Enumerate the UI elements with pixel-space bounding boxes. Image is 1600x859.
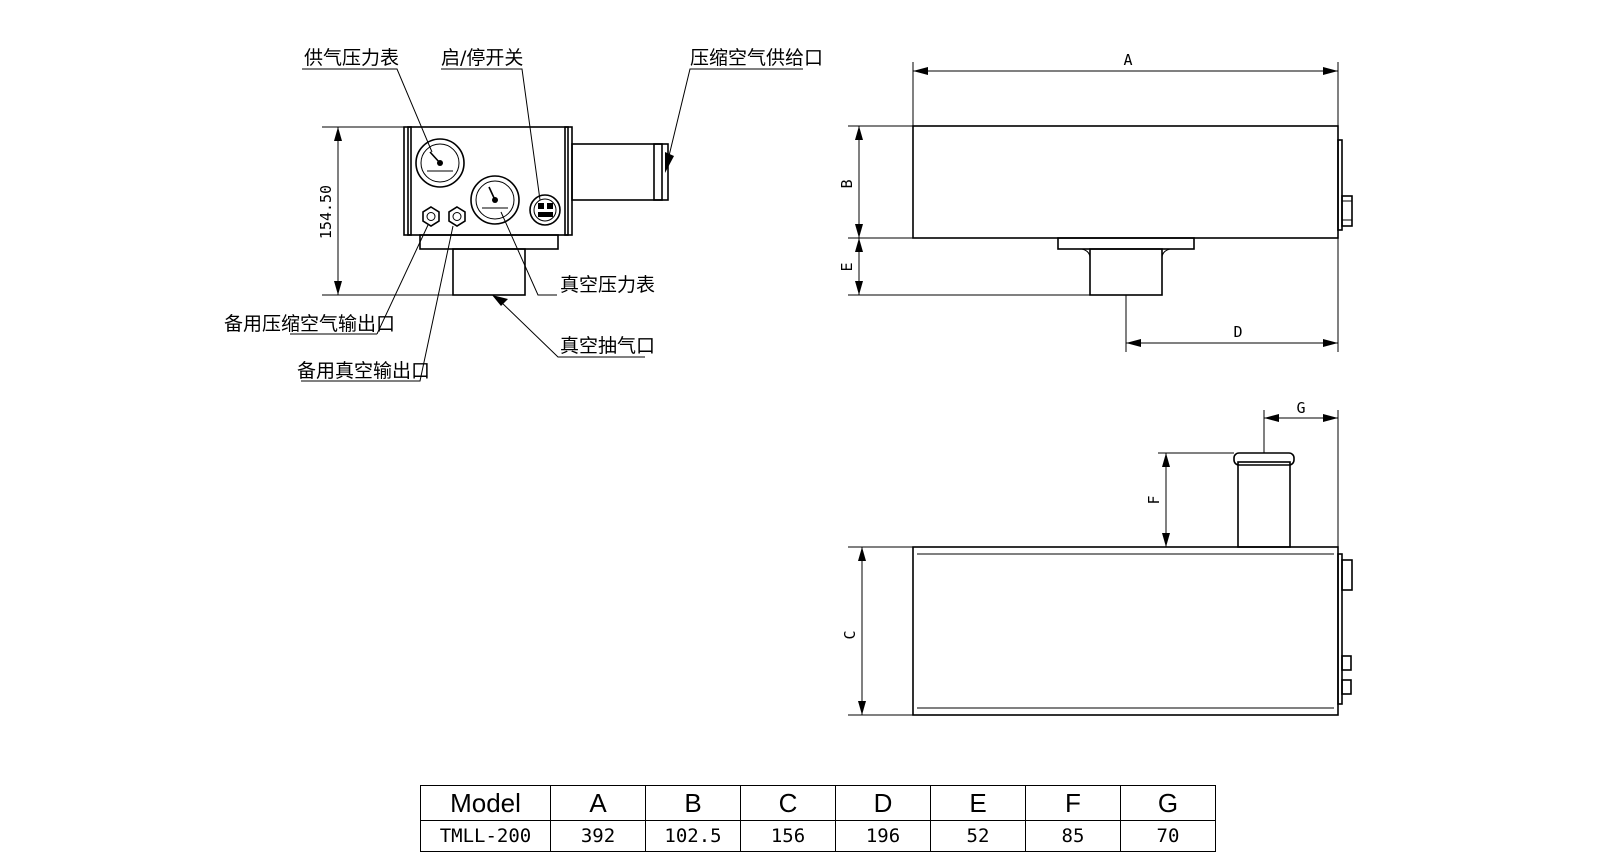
table-cell-g: 70 — [1120, 820, 1216, 852]
table-cell-d: 196 — [835, 820, 931, 852]
label-backup-air-outlet: 备用压缩空气输出口 — [224, 313, 395, 335]
top-view-fitting-1 — [1341, 559, 1353, 591]
dim-label-a: A — [1123, 51, 1132, 69]
vacuum-gauge-icon — [470, 175, 520, 225]
table-header-f: F — [1025, 785, 1121, 821]
label-backup-vacuum-outlet: 备用真空输出口 — [297, 360, 430, 382]
height-dim-label: 154.50 — [317, 185, 335, 239]
dim-label-b: B — [838, 179, 856, 188]
leader-switch — [441, 68, 541, 201]
side-view-body — [912, 125, 1339, 239]
dim-label-e: E — [838, 262, 856, 271]
label-vacuum-gauge: 真空压力表 — [560, 274, 655, 296]
table-cell-b: 102.5 — [645, 820, 741, 852]
leader-backup-air — [376, 224, 429, 335]
label-switch: 启/停开关 — [441, 47, 523, 69]
leader-air-inlet-arrow — [665, 152, 674, 173]
label-vacuum-suction: 真空抽气口 — [560, 335, 655, 357]
top-view — [848, 410, 1353, 716]
table-header-b: B — [645, 785, 741, 821]
top-view-pipe-cap — [1233, 452, 1295, 466]
top-view-end-plate — [1337, 553, 1343, 705]
switch-icon — [529, 194, 561, 226]
leader-vacuum-suction-arrow — [492, 295, 508, 306]
leader-vacuum-gauge — [500, 211, 557, 296]
front-view-bottom-plate — [419, 234, 559, 250]
leader-vacuum-suction — [498, 299, 645, 358]
side-view-bottom-plate — [1057, 237, 1195, 250]
top-view-fitting-2 — [1341, 655, 1352, 671]
height-dimension — [322, 126, 453, 296]
side-view — [848, 62, 1353, 352]
table-header-e: E — [930, 785, 1026, 821]
table-cell-a: 392 — [550, 820, 646, 852]
side-view-fitting — [1341, 195, 1353, 227]
table-cell-f: 85 — [1025, 820, 1121, 852]
label-air-inlet: 压缩空气供给口 — [690, 47, 823, 69]
front-view-body — [407, 126, 569, 236]
table-header-c: C — [740, 785, 836, 821]
supply-gauge-icon — [415, 138, 465, 188]
backup-vacuum-outlet-icon — [448, 206, 466, 227]
table-header-row: Model A B C D E F G — [420, 785, 1216, 821]
table-cell-c: 156 — [740, 820, 836, 852]
dim-label-f: F — [1145, 495, 1163, 504]
table-header-a: A — [550, 785, 646, 821]
leader-backup-vacuum — [301, 225, 454, 382]
table-cell-model: TMLL-200 — [420, 820, 551, 852]
leader-supply-gauge — [302, 68, 433, 153]
dim-label-d: D — [1233, 323, 1242, 341]
spec-table: Model A B C D E F G TMLL-200 392 102.5 1… — [420, 785, 1216, 852]
backup-air-outlet-icon — [422, 206, 440, 227]
label-supply-gauge: 供气压力表 — [304, 47, 399, 69]
air-inlet-pipe-cap — [653, 143, 669, 201]
table-header-model: Model — [420, 785, 551, 821]
vacuum-suction-pipe — [452, 248, 526, 296]
table-header-d: D — [835, 785, 931, 821]
top-view-pipe — [1237, 461, 1291, 548]
table-row: TMLL-200 392 102.5 156 196 52 85 70 — [420, 820, 1216, 852]
dim-label-g: G — [1296, 399, 1305, 417]
front-view: 154.50 — [290, 68, 803, 382]
table-cell-e: 52 — [930, 820, 1026, 852]
side-view-end-plate — [1337, 139, 1343, 231]
dim-label-c: C — [841, 630, 859, 639]
side-view-pipe — [1089, 248, 1163, 296]
air-inlet-pipe — [571, 143, 663, 201]
leader-air-inlet — [667, 68, 803, 161]
top-view-fitting-3 — [1341, 679, 1352, 695]
top-view-body — [912, 546, 1339, 716]
table-header-g: G — [1120, 785, 1216, 821]
